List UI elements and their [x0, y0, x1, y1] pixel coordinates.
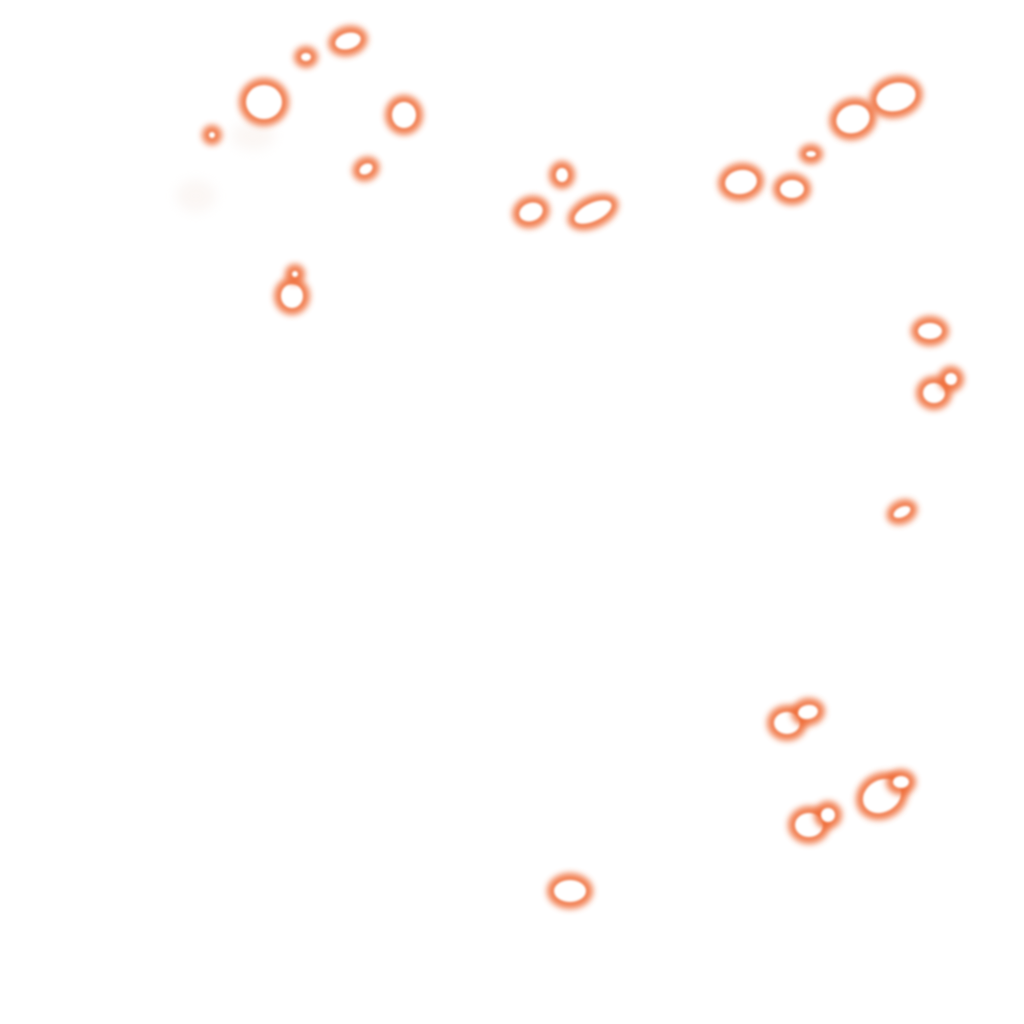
blob-3 — [294, 46, 318, 68]
blob-core — [821, 808, 835, 822]
blob-10 — [512, 195, 550, 229]
blob-core — [725, 169, 757, 195]
blob-core — [209, 132, 215, 138]
blob-core — [780, 180, 804, 198]
blob-core — [876, 82, 916, 112]
blob-22 — [791, 697, 825, 727]
blob-9 — [549, 161, 575, 189]
blob-core — [798, 704, 818, 720]
blob-core — [945, 373, 957, 385]
blob-core — [574, 200, 612, 224]
blob-14 — [799, 144, 823, 164]
blob-core — [292, 271, 298, 277]
blob-core — [392, 102, 416, 128]
blob-core — [918, 323, 942, 339]
blob-6 — [202, 125, 222, 145]
blob-12 — [718, 162, 764, 202]
blob-13 — [773, 173, 811, 205]
blob-core — [281, 284, 303, 308]
blob-core — [335, 32, 361, 50]
blob-8 — [285, 264, 305, 284]
blob-4 — [385, 95, 423, 135]
blob-2 — [328, 25, 368, 57]
blob-24 — [886, 769, 916, 795]
blob-20 — [886, 499, 918, 525]
blob-5 — [352, 156, 380, 182]
ghost-blob-2 — [231, 122, 275, 150]
blob-core — [301, 53, 311, 61]
blob-19 — [938, 366, 964, 392]
blob-core — [246, 85, 282, 119]
blob-core — [519, 202, 543, 222]
blob-7 — [274, 277, 310, 315]
blob-core — [554, 880, 586, 902]
blob-core — [893, 506, 911, 518]
blob-core — [359, 163, 373, 175]
ghost-blob-1 — [176, 180, 216, 212]
blob-core — [836, 104, 870, 134]
blob-26 — [814, 801, 842, 829]
blob-core — [556, 168, 568, 182]
blob-17 — [911, 316, 949, 346]
blob-15 — [829, 97, 877, 141]
blob-group — [176, 25, 964, 909]
blob-1 — [239, 78, 289, 126]
blob-core — [923, 383, 945, 403]
blob-core — [893, 776, 909, 788]
blob-16 — [869, 75, 923, 119]
blob-27 — [547, 873, 593, 909]
blob-11 — [567, 193, 619, 231]
blob-core — [806, 151, 816, 157]
